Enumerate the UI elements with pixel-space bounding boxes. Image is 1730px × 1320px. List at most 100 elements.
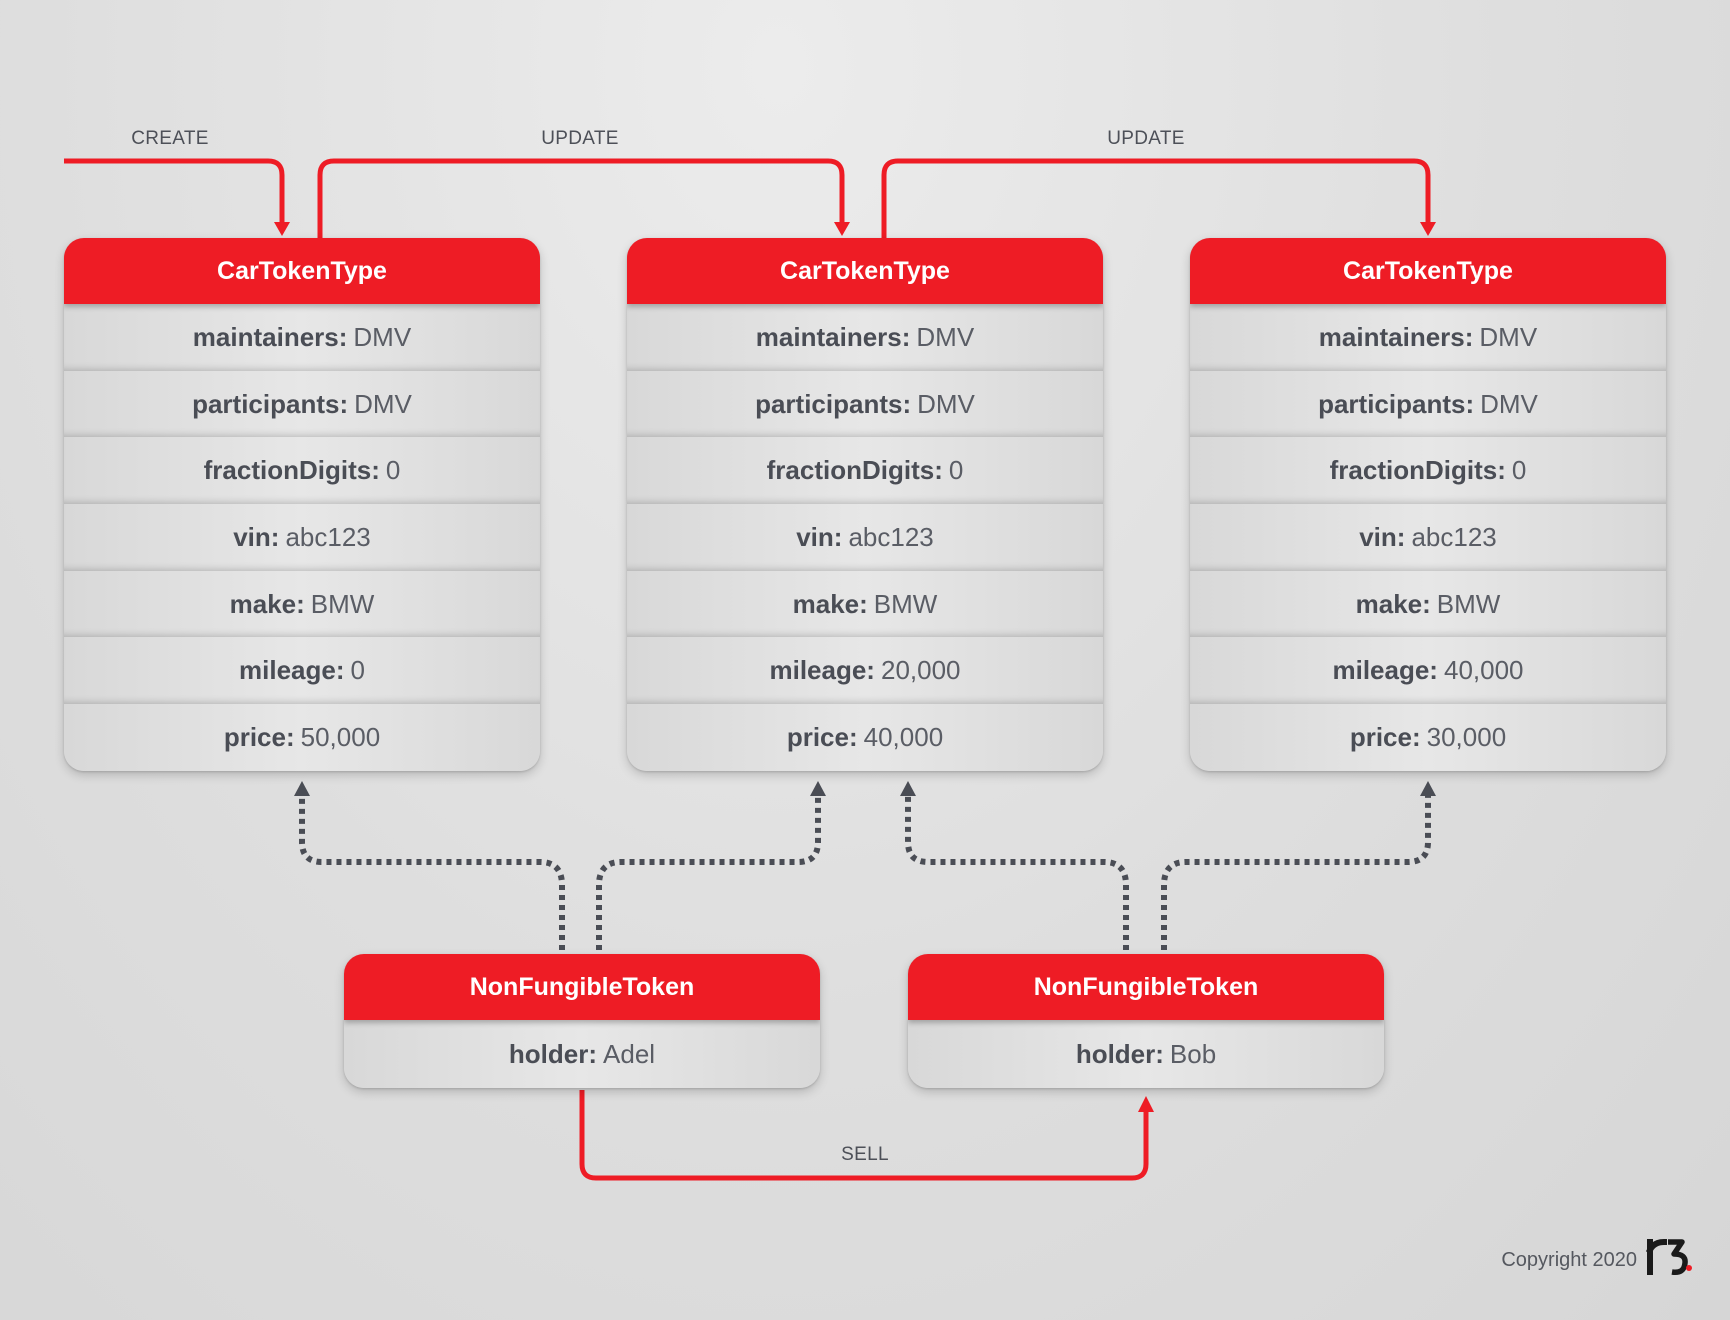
field-value: BMW — [873, 588, 938, 619]
field-key: holder: — [508, 1038, 598, 1069]
car-token-card: CarTokenType maintainers:DMV participant… — [64, 238, 540, 771]
field-key: maintainers: — [755, 321, 911, 352]
field-key: price: — [786, 721, 858, 752]
field-key: make: — [1355, 588, 1431, 619]
field-row: vin:abc123 — [64, 504, 540, 571]
field-row: participants:DMV — [64, 370, 540, 438]
field-key: price: — [1349, 721, 1421, 752]
nft1-ref-car1 — [299, 795, 565, 950]
field-row: make:BMW — [64, 570, 540, 638]
nft-card: NonFungibleToken holder:Adel — [344, 954, 820, 1088]
field-row: participants:DMV — [627, 370, 1103, 438]
field-value: DMV — [916, 321, 975, 352]
nft2-ref-car2 — [905, 795, 1129, 950]
field-key: holder: — [1075, 1038, 1164, 1069]
field-row: fractionDigits:0 — [1190, 437, 1666, 505]
nft1-ref-car2 — [596, 795, 821, 950]
field-value: DMV — [353, 321, 412, 352]
field-row: maintainers:DMV — [627, 304, 1103, 371]
field-row: fractionDigits:0 — [64, 437, 540, 505]
ref-arrowhead-3 — [900, 781, 916, 796]
sell-arrow — [579, 1090, 1149, 1181]
update-arrowhead-2 — [1420, 222, 1436, 236]
field-value: DMV — [354, 388, 412, 419]
update-arrowhead-1 — [834, 222, 850, 236]
field-value: abc123 — [285, 521, 371, 552]
field-row: mileage:40,000 — [1190, 637, 1666, 705]
field-row: fractionDigits:0 — [627, 437, 1103, 505]
field-key: mileage: — [239, 655, 345, 686]
field-value: 40,000 — [863, 721, 944, 752]
field-value: BMW — [310, 588, 375, 619]
field-row: participants:DMV — [1190, 370, 1666, 438]
create-arrow — [64, 158, 285, 226]
field-row: make:BMW — [1190, 570, 1666, 638]
field-key: fractionDigits: — [766, 455, 943, 486]
r3-logo-icon — [1646, 1238, 1692, 1276]
field-value: 40,000 — [1443, 655, 1524, 686]
field-value: DMV — [1480, 388, 1538, 419]
field-key: maintainers: — [192, 321, 348, 352]
field-row: make:BMW — [627, 570, 1103, 638]
car-token-card: CarTokenType maintainers:DMV participant… — [1190, 238, 1666, 771]
copyright-text: Copyright 2020 — [1501, 1249, 1637, 1271]
field-row: holder:Adel — [344, 1020, 820, 1088]
field-key: mileage: — [1332, 655, 1438, 686]
field-row: mileage:20,000 — [627, 637, 1103, 705]
field-row: price:50,000 — [64, 704, 540, 771]
field-value: DMV — [917, 388, 975, 419]
card-title: NonFungibleToken — [344, 954, 820, 1020]
field-value: DMV — [1479, 321, 1538, 352]
create-arrowhead — [274, 222, 290, 236]
field-key: participants: — [192, 388, 349, 419]
field-row: vin:abc123 — [627, 504, 1103, 571]
field-key: maintainers: — [1318, 321, 1474, 352]
create-label: CREATE — [131, 128, 209, 149]
field-value: 0 — [948, 455, 964, 486]
field-value: 30,000 — [1426, 721, 1507, 752]
field-key: vin: — [233, 521, 280, 552]
field-row: maintainers:DMV — [64, 304, 540, 371]
field-value: 20,000 — [880, 655, 961, 686]
update-arrow-2 — [881, 158, 1431, 238]
ref-arrowhead-1 — [294, 781, 310, 796]
field-key: make: — [792, 588, 868, 619]
field-key: participants: — [1318, 388, 1475, 419]
field-value: 0 — [1511, 455, 1527, 486]
ref-arrowhead-4 — [1420, 781, 1436, 796]
card-title: CarTokenType — [64, 238, 540, 304]
field-value: abc123 — [848, 521, 934, 552]
field-value: 0 — [385, 455, 401, 486]
field-value: abc123 — [1411, 521, 1497, 552]
field-key: mileage: — [769, 655, 875, 686]
field-key: vin: — [796, 521, 843, 552]
sell-label: SELL — [841, 1144, 889, 1165]
sell-arrowhead — [1138, 1096, 1154, 1112]
ref-arrowhead-2 — [810, 781, 826, 796]
card-title: NonFungibleToken — [908, 954, 1384, 1020]
field-row: maintainers:DMV — [1190, 304, 1666, 371]
nft2-ref-car3 — [1161, 795, 1431, 950]
update-label-1: UPDATE — [541, 128, 619, 149]
field-value: Bob — [1169, 1038, 1217, 1069]
field-value: 50,000 — [300, 721, 381, 752]
nft-card: NonFungibleToken holder:Bob — [908, 954, 1384, 1088]
field-key: price: — [223, 721, 295, 752]
field-row: holder:Bob — [908, 1020, 1384, 1088]
card-title: CarTokenType — [627, 238, 1103, 304]
car-token-card: CarTokenType maintainers:DMV participant… — [627, 238, 1103, 771]
field-key: fractionDigits: — [1329, 455, 1506, 486]
field-key: make: — [229, 588, 305, 619]
field-row: mileage:0 — [64, 637, 540, 705]
field-row: price:40,000 — [627, 704, 1103, 771]
field-value: BMW — [1436, 588, 1501, 619]
update-arrow-1 — [317, 158, 845, 238]
field-key: vin: — [1359, 521, 1406, 552]
card-title: CarTokenType — [1190, 238, 1666, 304]
field-value: 0 — [350, 655, 365, 686]
field-key: participants: — [755, 388, 912, 419]
field-row: vin:abc123 — [1190, 504, 1666, 571]
field-value: Adel — [603, 1038, 656, 1069]
update-label-2: UPDATE — [1107, 128, 1185, 149]
